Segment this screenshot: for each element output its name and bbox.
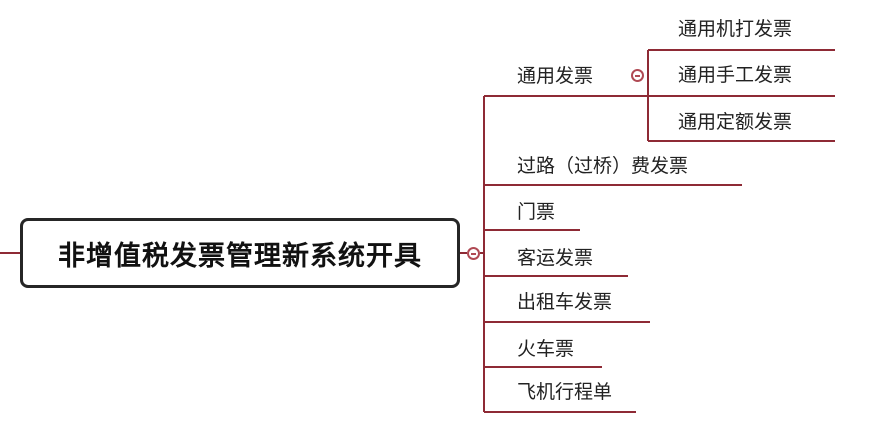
leaf-node-machine-printed[interactable]: 通用机打发票: [678, 18, 793, 40]
branch-node-ticket[interactable]: 门票: [517, 201, 556, 223]
root-node-label: 非增值税发票管理新系统开具: [58, 240, 422, 272]
leaf-node-fixed-amount[interactable]: 通用定额发票: [678, 111, 793, 133]
branch-node-passenger-invoice[interactable]: 客运发票: [517, 247, 594, 269]
collapse-circle-icon[interactable]: [631, 69, 644, 82]
root-node[interactable]: 非增值税发票管理新系统开具: [20, 218, 460, 288]
branch-node-general-invoice[interactable]: 通用发票: [517, 65, 594, 87]
branch-node-train-ticket[interactable]: 火车票: [517, 338, 575, 360]
branch-node-toll-invoice[interactable]: 过路（过桥）费发票: [517, 155, 689, 177]
branch-node-flight-itinerary[interactable]: 飞机行程单: [517, 381, 613, 403]
branch-node-taxi-invoice[interactable]: 出租车发票: [517, 291, 613, 313]
leaf-node-handwritten[interactable]: 通用手工发票: [678, 64, 793, 86]
collapse-circle-icon[interactable]: [467, 247, 480, 260]
